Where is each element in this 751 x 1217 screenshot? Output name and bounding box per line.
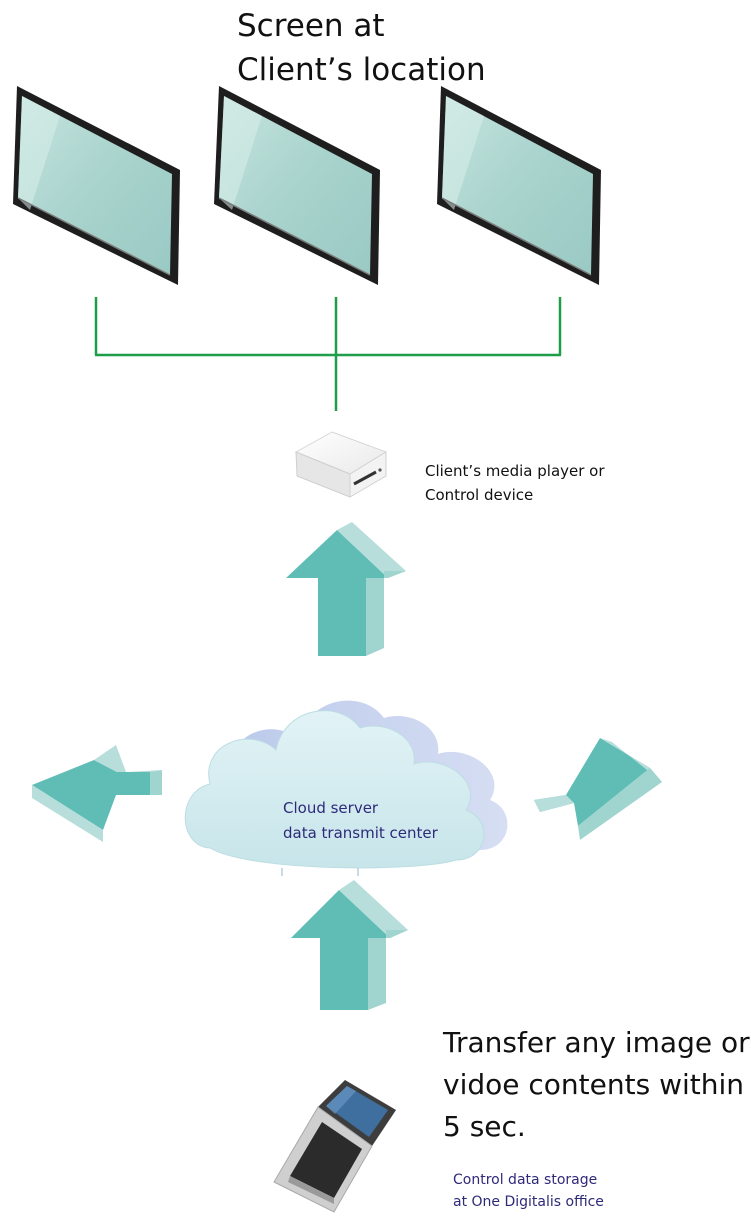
laptop-caption: Control data storage at One Digitalis of… — [453, 1169, 604, 1213]
screen-caption-line-1: Screen at — [237, 8, 385, 44]
display-screen-1 — [13, 86, 180, 285]
transfer-note-line-2: vidoe contents within — [443, 1068, 744, 1101]
arrow-cloud-left — [32, 745, 162, 842]
screen-caption-line-2: Client’s location — [237, 52, 486, 88]
cloud-caption-line-2: data transmit center — [283, 824, 438, 842]
display-screen-2 — [214, 86, 380, 285]
arrow-cloud-right — [534, 738, 662, 840]
cloud-caption-line-1: Cloud server — [283, 799, 379, 817]
player-caption-line-2: Control device — [425, 486, 534, 504]
screen-location-caption: Screen at Client’s location — [237, 4, 486, 92]
laptop-caption-line-1: Control data storage — [453, 1172, 598, 1188]
display-screen-3 — [437, 86, 601, 285]
arrow-laptop-to-cloud — [291, 880, 408, 1010]
media-player-caption: Client’s media player or Control device — [425, 459, 605, 507]
cloud-server-caption: Cloud server data transmit center — [283, 796, 438, 846]
transfer-note-line-3: 5 sec. — [443, 1110, 526, 1143]
laptop-icon — [273, 1080, 396, 1213]
screen-connector-lines — [94, 297, 562, 411]
player-caption-line-1: Client’s media player or — [425, 462, 605, 480]
arrow-cloud-to-player — [286, 522, 406, 656]
laptop-caption-line-2: at One Digitalis office — [453, 1194, 604, 1210]
transfer-note: Transfer any image or vidoe contents wit… — [443, 1022, 750, 1148]
transfer-note-line-1: Transfer any image or — [443, 1026, 750, 1059]
cloud-icon — [184, 700, 508, 876]
media-player-icon — [294, 431, 388, 498]
